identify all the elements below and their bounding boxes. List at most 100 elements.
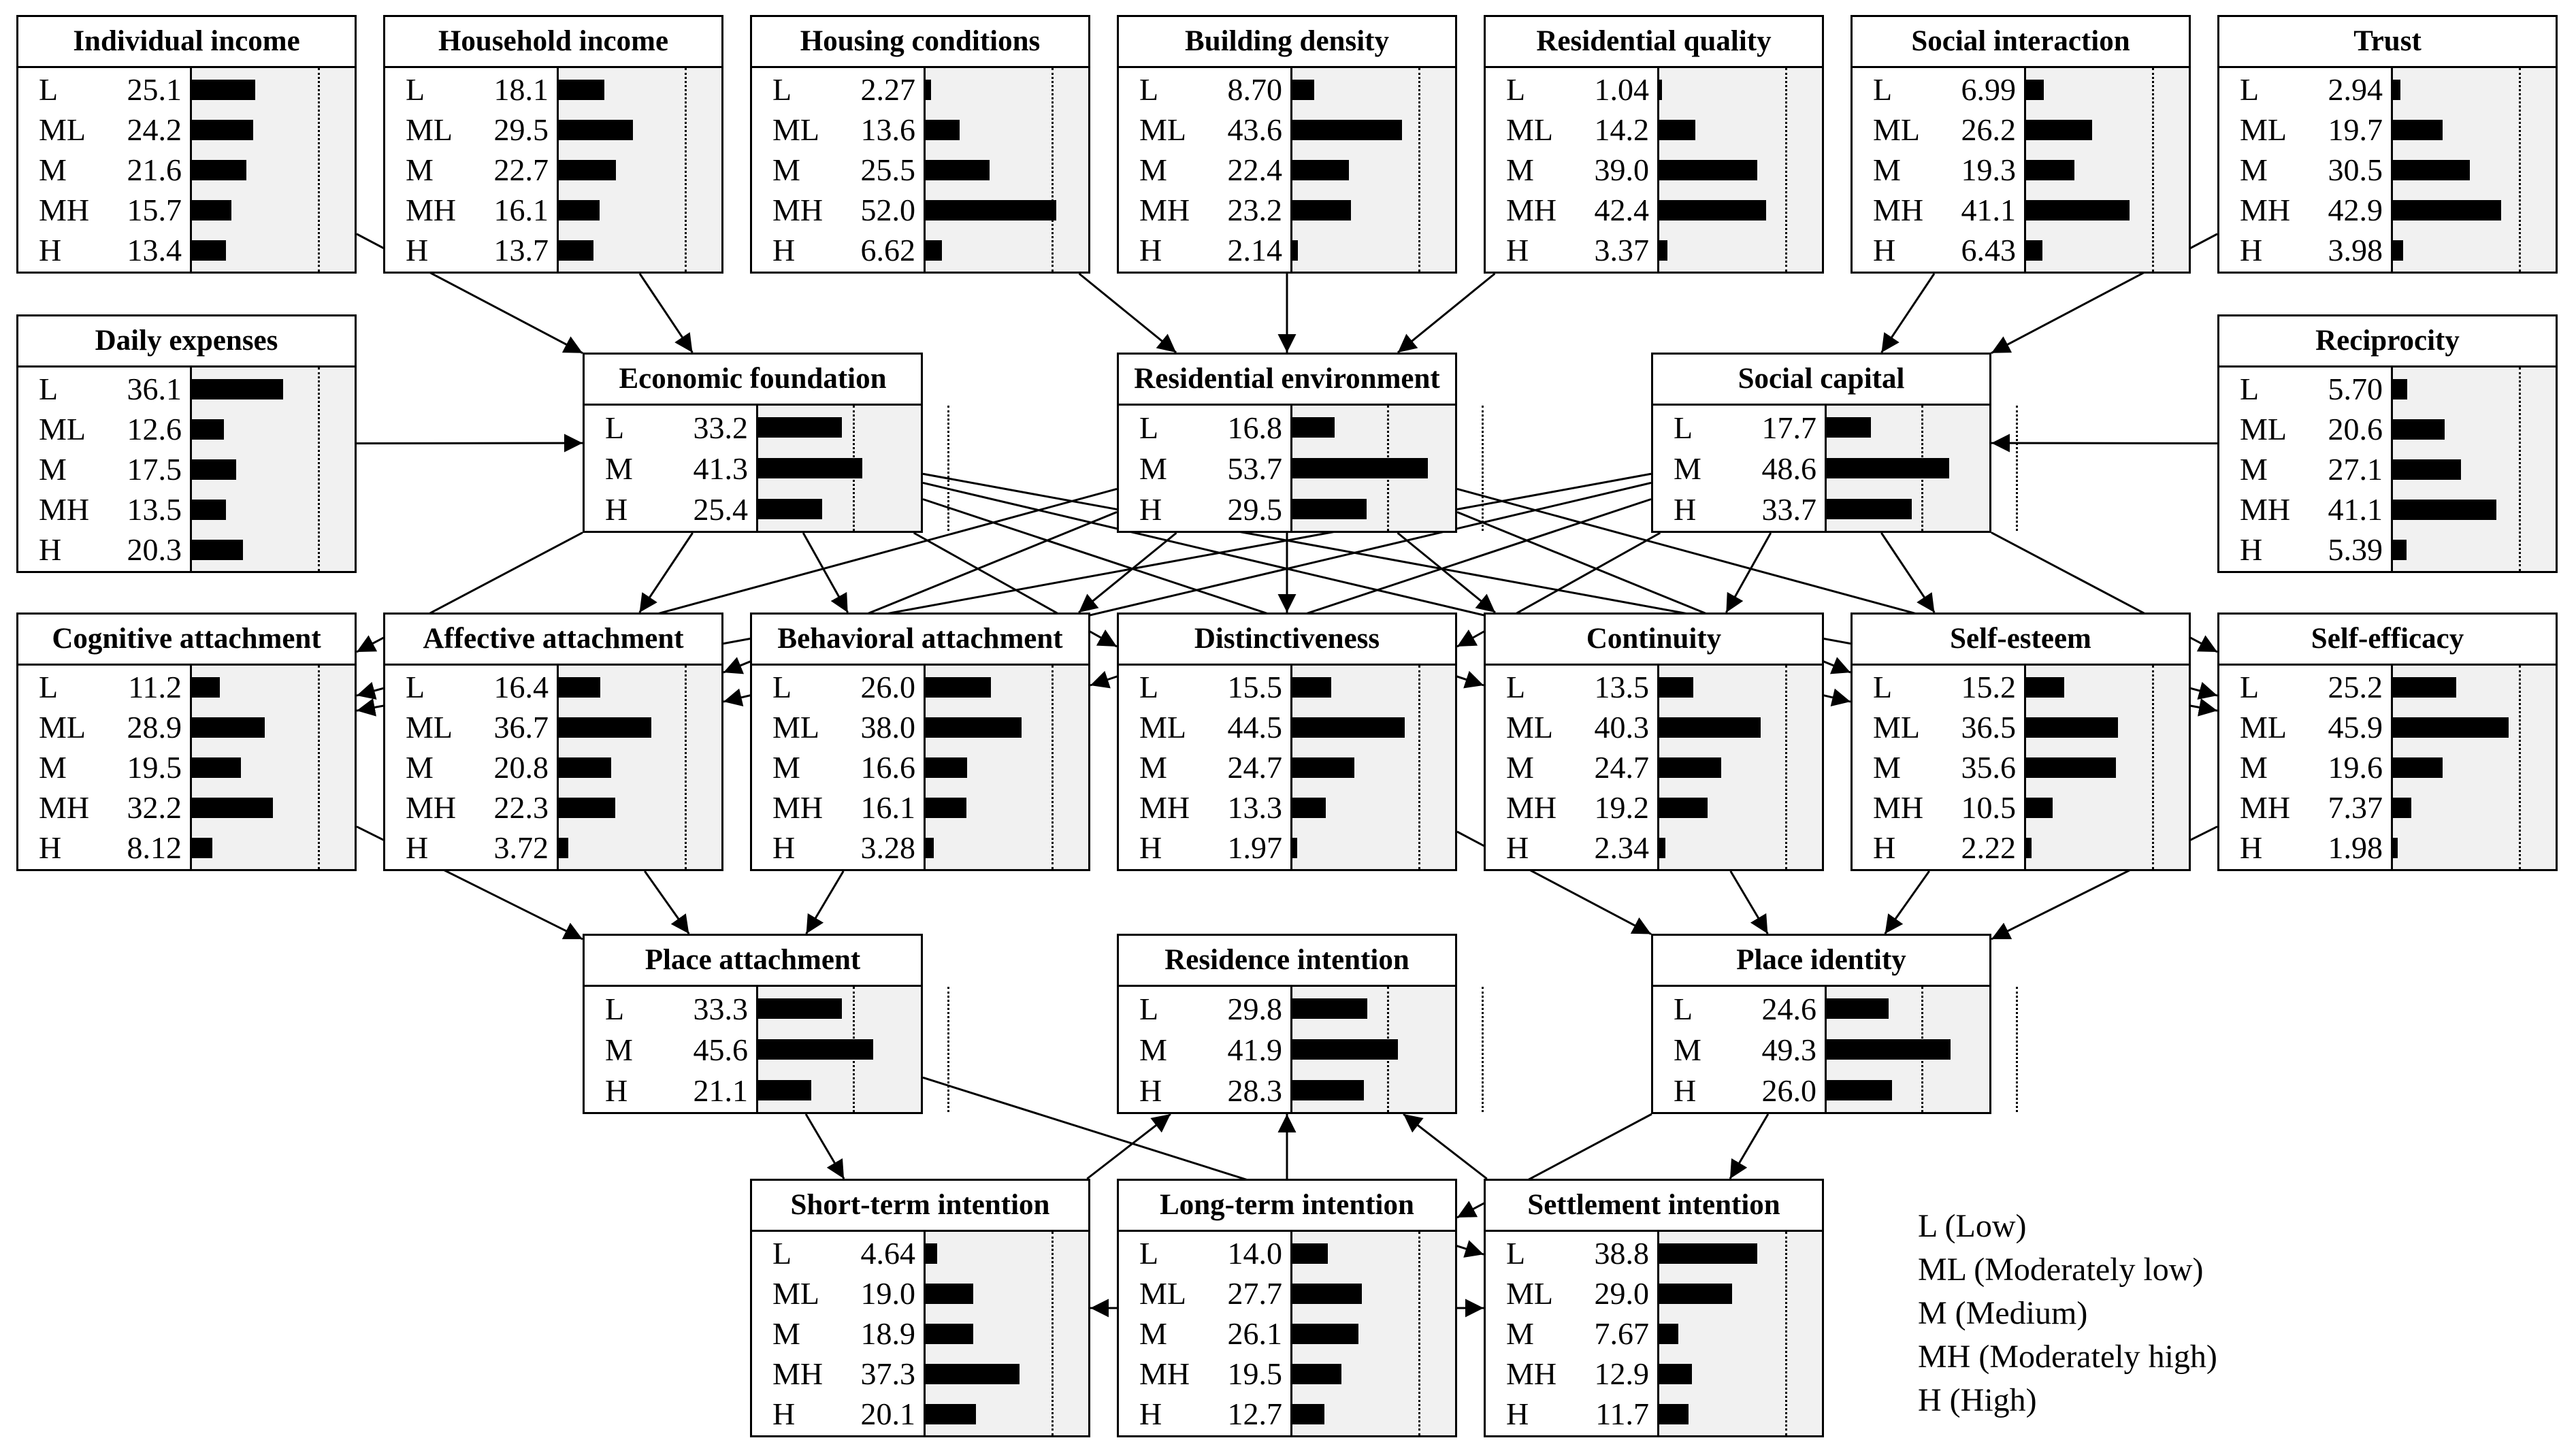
- state-probability: 27.1: [2328, 452, 2383, 487]
- state-probability: 7.67: [1594, 1316, 1650, 1351]
- state-name: L: [1873, 72, 1893, 107]
- bar-area: [1827, 987, 2019, 1112]
- bar-row: [192, 416, 355, 443]
- state-name: M: [39, 452, 67, 487]
- state-name: MH: [1506, 193, 1557, 227]
- bar-row: [192, 456, 355, 483]
- edge-economic-foundation-to-behavioral-attachment: [802, 532, 849, 613]
- probability-bar: [1659, 1243, 1757, 1264]
- bar-area: [2026, 666, 2189, 869]
- state-name: ML: [39, 710, 86, 745]
- state-probability: 24.2: [127, 112, 182, 147]
- probability-bar: [926, 837, 934, 858]
- bar-area: [1292, 406, 1484, 531]
- gridline-0: [1051, 666, 1054, 869]
- state-probability: 26.2: [1961, 112, 2017, 147]
- legend-item-moderately-low: ML (Moderately low): [1918, 1252, 2204, 1288]
- probability-bar: [2393, 419, 2445, 440]
- state-name: MH: [39, 492, 90, 527]
- node-title: Residential environment: [1119, 355, 1455, 406]
- state-probability: 36.7: [493, 710, 549, 745]
- probability-bar: [1659, 240, 1668, 261]
- probability-bar: [1827, 458, 1949, 478]
- state-name: M: [772, 750, 800, 785]
- state-name: H: [39, 532, 62, 567]
- gridline-0: [2519, 68, 2521, 272]
- node-title: Building density: [1119, 17, 1455, 68]
- bar-row: [2393, 496, 2556, 523]
- state-name: M: [2240, 152, 2268, 187]
- edge-affective-attachment-to-place-attachment: [644, 870, 690, 934]
- bar-row: [1292, 754, 1455, 781]
- probability-bar: [192, 459, 236, 480]
- bar-row: [1659, 794, 1822, 821]
- state-name: M: [605, 1032, 633, 1067]
- state-probability: 10.5: [1961, 790, 2017, 825]
- node-title: Behavioral attachment: [752, 615, 1088, 666]
- state-probability: 11.7: [1595, 1397, 1649, 1431]
- state-name: ML: [1139, 112, 1186, 147]
- bar-row: [1292, 794, 1455, 821]
- state-probability: 37.3: [860, 1356, 916, 1391]
- bar-row: [926, 834, 1088, 862]
- state-name: L: [772, 1236, 792, 1271]
- state-name: MH: [1873, 790, 1924, 825]
- state-probability: 36.1: [127, 372, 182, 406]
- state-name: L: [1139, 1236, 1159, 1271]
- state-name: H: [772, 233, 796, 267]
- bar-area: [1292, 987, 1484, 1112]
- bar-row: [1292, 1320, 1455, 1348]
- state-name: H: [1506, 233, 1529, 267]
- gridline-0: [853, 987, 855, 1112]
- state-name: H: [1139, 1397, 1162, 1431]
- state-name: M: [1139, 1316, 1167, 1351]
- probability-bar: [758, 417, 842, 438]
- bar-row: [926, 754, 1088, 781]
- state-probability: 40.3: [1594, 710, 1650, 745]
- state-name: M: [406, 750, 434, 785]
- gridline-0: [853, 406, 855, 531]
- state-name: MH: [2240, 492, 2291, 527]
- probability-bar: [926, 1363, 1020, 1384]
- state-probability: 24.7: [1594, 750, 1650, 785]
- gridline-0: [2152, 68, 2154, 272]
- state-name: M: [1674, 1032, 1701, 1067]
- probability-bar: [1292, 119, 1403, 140]
- bar-area: [2393, 68, 2556, 272]
